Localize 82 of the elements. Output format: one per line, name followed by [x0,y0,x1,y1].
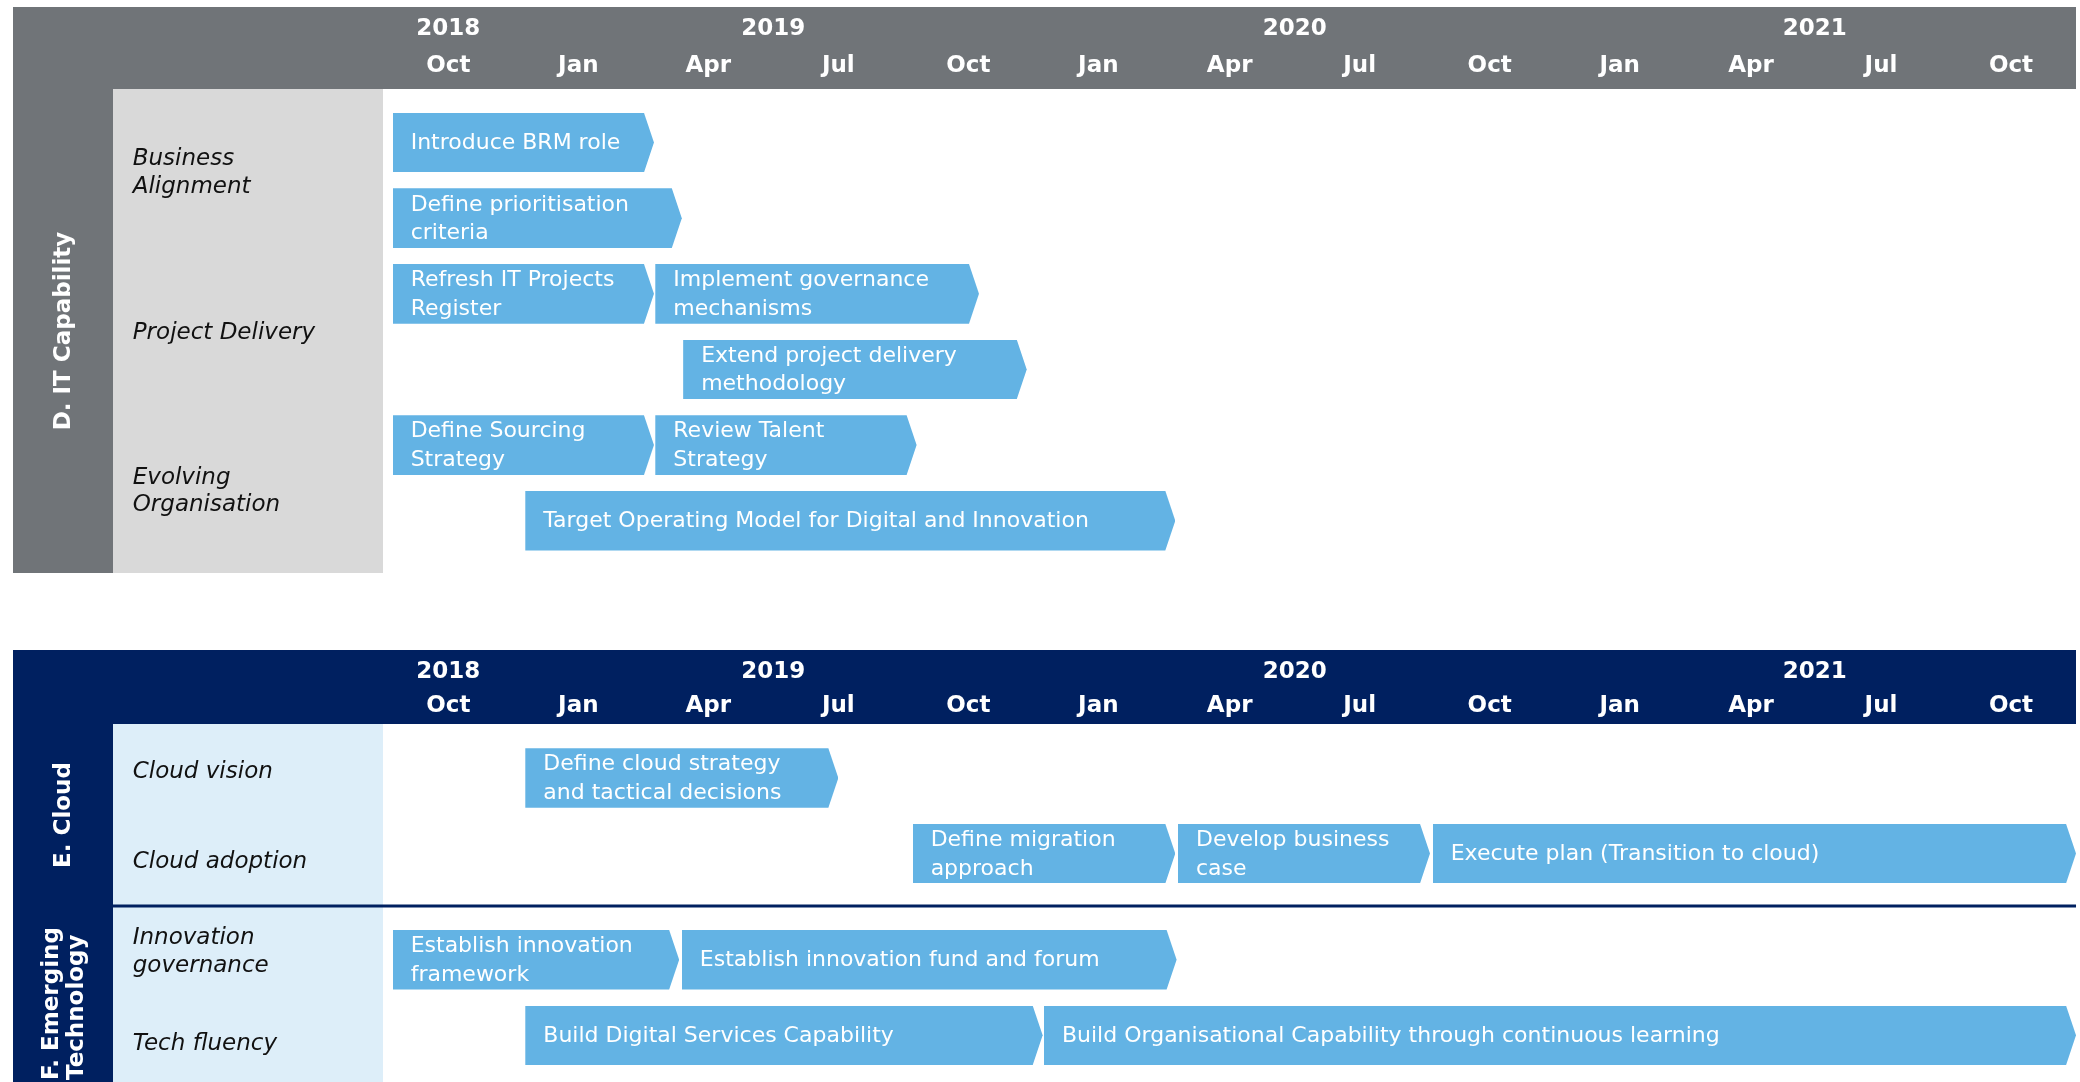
task-bar [525,748,839,808]
task-label: Review Talent Strategy [673,416,826,474]
row-label: Business Alignment [132,144,252,201]
row-label: Tech fluency [132,1028,279,1057]
month-label: Jan [558,52,599,76]
month-label: Jul [821,692,855,716]
section-title: D. IT Capability [50,231,76,431]
month-label: Apr [1206,52,1253,76]
row-label: Cloud vision [132,756,274,785]
year-label: 2018 [416,658,481,682]
month-label: Oct [946,52,991,76]
task-bar [392,929,680,990]
month-label: Oct [1467,692,1512,716]
section-title: E. Cloud [50,762,76,869]
month-label: Apr [1728,692,1774,716]
task-label: Establish innovation framework [410,931,634,988]
task-label: Build Organisational Capability through continuous learning [1061,1021,1720,1050]
task-bar [1177,823,1430,884]
month-label: Jan [1078,692,1119,716]
task-bar [392,188,682,249]
task-bar [655,415,917,475]
month-label: Apr [685,52,732,76]
year-label: 2019 [741,658,806,682]
month-label: Apr [1206,692,1253,716]
section-title: F. Emerging Technology [37,926,89,1081]
task-bar [1432,823,2076,884]
row-label-panel [112,724,384,1082]
year-label: 2018 [416,15,481,38]
task-bar [525,490,1176,551]
month-label: Oct [1988,52,2034,76]
year-label: 2019 [741,15,806,38]
task-bar [912,823,1176,884]
year-label: 2020 [1262,658,1327,682]
task-label: Define cloud strategy and tactical decisions [543,749,783,806]
month-label: Oct [426,692,471,716]
row-label: Cloud adoption [132,847,309,875]
year-label: 2020 [1262,15,1327,38]
timeline-header [13,6,2076,89]
year-label: 2021 [1782,15,1847,38]
section-band [13,906,113,1082]
month-label: Apr [685,692,732,716]
month-label: Apr [1728,52,1774,76]
month-label: Jan [558,692,599,716]
task-bar [655,263,979,324]
row-label: Project Delivery [132,317,317,346]
month-label: Jul [821,52,855,76]
task-label: Define Sourcing Strategy [410,416,587,474]
task-label: Build Digital Services Capability [543,1021,894,1050]
row-label: Innovation governance [132,923,270,979]
month-label: Jan [1599,52,1640,76]
task-label: Refresh IT Projects Register [410,265,616,322]
task-label: Target Operating Model for Digital and Innovation [543,506,1089,535]
month-label: Jul [1343,52,1377,76]
month-label: Jul [1343,692,1377,716]
task-label: Define prioritisation criteria [410,189,630,247]
month-label: Oct [1467,52,1512,76]
task-label: Extend project delivery methodology [701,340,958,398]
task-label: Introduce BRM role [410,128,621,157]
timeline-header [13,650,2076,725]
task-bar [392,415,654,475]
month-label: Jul [1864,52,1898,76]
task-bar [392,112,654,173]
task-label: Implement governance mechanisms [673,265,930,322]
month-label: Oct [426,52,471,76]
month-label: Jan [1078,52,1119,76]
row-label: Evolving Organisation [132,463,282,519]
month-label: Oct [946,692,991,716]
month-label: Jan [1599,692,1640,716]
task-bar [1043,1005,2076,1066]
task-bar [681,929,1177,990]
task-label: Define migration approach [930,825,1117,882]
year-label: 2021 [1782,658,1847,682]
task-label: Develop business case [1195,825,1391,882]
task-bar [683,339,1027,400]
task-bar [392,263,654,324]
month-label: Oct [1988,692,2034,716]
month-label: Jul [1864,692,1898,716]
row-label-panel [112,88,384,574]
task-label: Establish innovation fund and forum [699,945,1100,974]
task-label: Execute plan (Transition to cloud) [1450,839,1820,868]
task-bar [525,1005,1043,1066]
section-band [13,88,113,574]
